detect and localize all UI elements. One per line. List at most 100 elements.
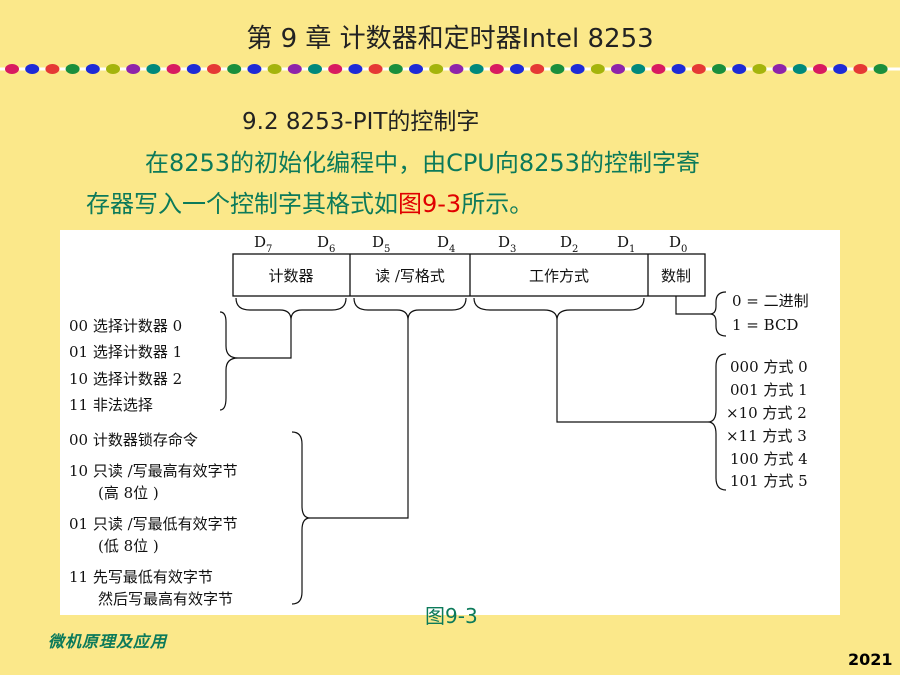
divider-dot	[368, 64, 383, 74]
counter-option-1: 01 选择计数器 1	[69, 343, 182, 361]
divider-dot	[247, 64, 262, 74]
leader-rw	[310, 320, 409, 519]
divider-dot	[85, 64, 100, 74]
field-radix: 数制	[661, 267, 691, 285]
divider-dot	[146, 64, 161, 74]
paragraph-text-end: 所示。	[461, 190, 534, 218]
paragraph-text: 存器写入一个控制字其格式如	[86, 190, 398, 218]
divider-dot	[186, 64, 201, 74]
divider-dot	[611, 64, 625, 74]
divider-dot	[409, 64, 423, 74]
divider-dot	[126, 64, 141, 74]
divider-dot	[5, 64, 19, 74]
mode-option-4: 100 方式 4	[730, 450, 808, 468]
bit-label-d5: D5	[372, 233, 390, 255]
leader-radix	[675, 296, 710, 315]
figure-reference-link[interactable]: 图9-3	[398, 190, 462, 218]
divider-dot	[449, 64, 464, 74]
mode-option-0: 000 方式 0	[730, 358, 808, 376]
divider-dot	[106, 64, 120, 74]
radix-option-binary: 0 = 二进制	[732, 292, 809, 310]
rw-option-01: 01 只读 /写最低有效字节	[69, 515, 238, 533]
leader-counter	[238, 320, 292, 359]
rw-option-10: 10 只读 /写最高有效字节	[69, 462, 238, 480]
divider-dot	[853, 64, 868, 74]
divider-dot	[530, 64, 545, 74]
divider-dot	[792, 64, 807, 74]
divider-dot	[651, 64, 666, 74]
mode-option-2: ×10 方式 2	[726, 404, 807, 422]
divider-dot	[25, 64, 40, 74]
divider-dot	[328, 64, 343, 74]
rw-option-01-note: (低 8位 )	[98, 537, 159, 555]
mode-option-1: 001 方式 1	[730, 381, 808, 399]
slide-title: 第 9 章 计数器和定时器Intel 8253	[246, 24, 654, 54]
field-counter: 计数器	[268, 267, 313, 285]
divider-dot	[348, 64, 363, 74]
divider-dot	[570, 64, 585, 74]
divider-dot	[510, 64, 524, 74]
divider-dot	[550, 64, 565, 74]
divider-dot	[388, 64, 403, 74]
field-rw-format: 读 /写格式	[375, 267, 445, 285]
decorative-dot-divider	[0, 64, 900, 74]
counter-option-3: 11 非法选择	[69, 396, 153, 414]
divider-dot	[489, 64, 504, 74]
paragraph-line-2: 存器写入一个控制字其格式如图9-3所示。	[86, 184, 533, 219]
brace-radix-options	[709, 291, 727, 337]
year-label: 2021	[848, 650, 893, 669]
brace-mode-options	[707, 353, 727, 491]
brace-rw	[353, 297, 467, 321]
divider-dot	[227, 64, 242, 74]
counter-option-0: 00 选择计数器 0	[69, 317, 182, 335]
divider-dot	[166, 64, 181, 74]
section-title: 9.2 8253-PIT的控制字	[242, 109, 480, 135]
brace-rw-options	[291, 431, 311, 605]
divider-dot	[590, 64, 605, 74]
divider-dot	[308, 64, 322, 74]
divider-dot	[267, 64, 282, 74]
counter-option-2: 10 选择计数器 2	[69, 370, 182, 388]
rw-option-11-line2: 然后写最高有效字节	[98, 590, 233, 608]
control-word-box	[232, 253, 706, 297]
brace-mode	[473, 297, 645, 321]
leader-mode	[556, 320, 708, 423]
control-word-figure: D7 D6 D5 D4 D3 D2 D1 D0 计数器 读 /写格式 工作方式 …	[60, 230, 840, 615]
divider-dot	[712, 64, 726, 74]
mode-option-5: 101 方式 5	[730, 472, 808, 490]
bit-label-d1: D1	[617, 233, 635, 255]
bit-label-d4: D4	[437, 233, 455, 255]
divider-dot	[813, 64, 827, 74]
bit-label-d0: D0	[669, 233, 687, 255]
divider-dot	[287, 64, 302, 74]
brace-counter-options	[219, 311, 239, 411]
control-word-diagram: D7 D6 D5 D4 D3 D2 D1 D0 计数器 读 /写格式 工作方式 …	[69, 233, 809, 608]
divider-dot	[469, 64, 484, 74]
radix-option-bcd: 1 = BCD	[732, 316, 798, 334]
figure-caption: 图9-3	[425, 604, 478, 628]
mode-option-3: ×11 方式 3	[726, 427, 807, 445]
rw-option-11: 11 先写最低有效字节	[69, 568, 213, 586]
divider-dot	[752, 64, 767, 74]
bit-label-d6: D6	[317, 233, 335, 255]
divider-dot	[429, 64, 444, 74]
rw-option-10-note: (高 8位 )	[98, 484, 159, 502]
bit-label-d3: D3	[498, 233, 516, 255]
bit-label-d2: D2	[560, 233, 578, 255]
bit-label-d7: D7	[254, 233, 272, 255]
field-work-mode: 工作方式	[529, 267, 589, 285]
divider-dot	[65, 64, 80, 74]
divider-dot	[207, 64, 221, 74]
brace-counter	[235, 297, 347, 321]
divider-dot	[631, 64, 646, 74]
divider-dot	[772, 64, 787, 74]
divider-dot	[45, 64, 60, 74]
divider-dot	[671, 64, 686, 74]
divider-dot	[691, 64, 706, 74]
divider-dot	[732, 64, 747, 74]
divider-dot	[873, 64, 888, 74]
paragraph-line-1: 在8253的初始化编程中，由CPU向8253的控制字寄	[145, 149, 700, 177]
divider-dot	[833, 64, 848, 74]
rw-option-00: 00 计数器锁存命令	[69, 431, 198, 449]
course-footer: 微机原理及应用	[48, 632, 168, 651]
